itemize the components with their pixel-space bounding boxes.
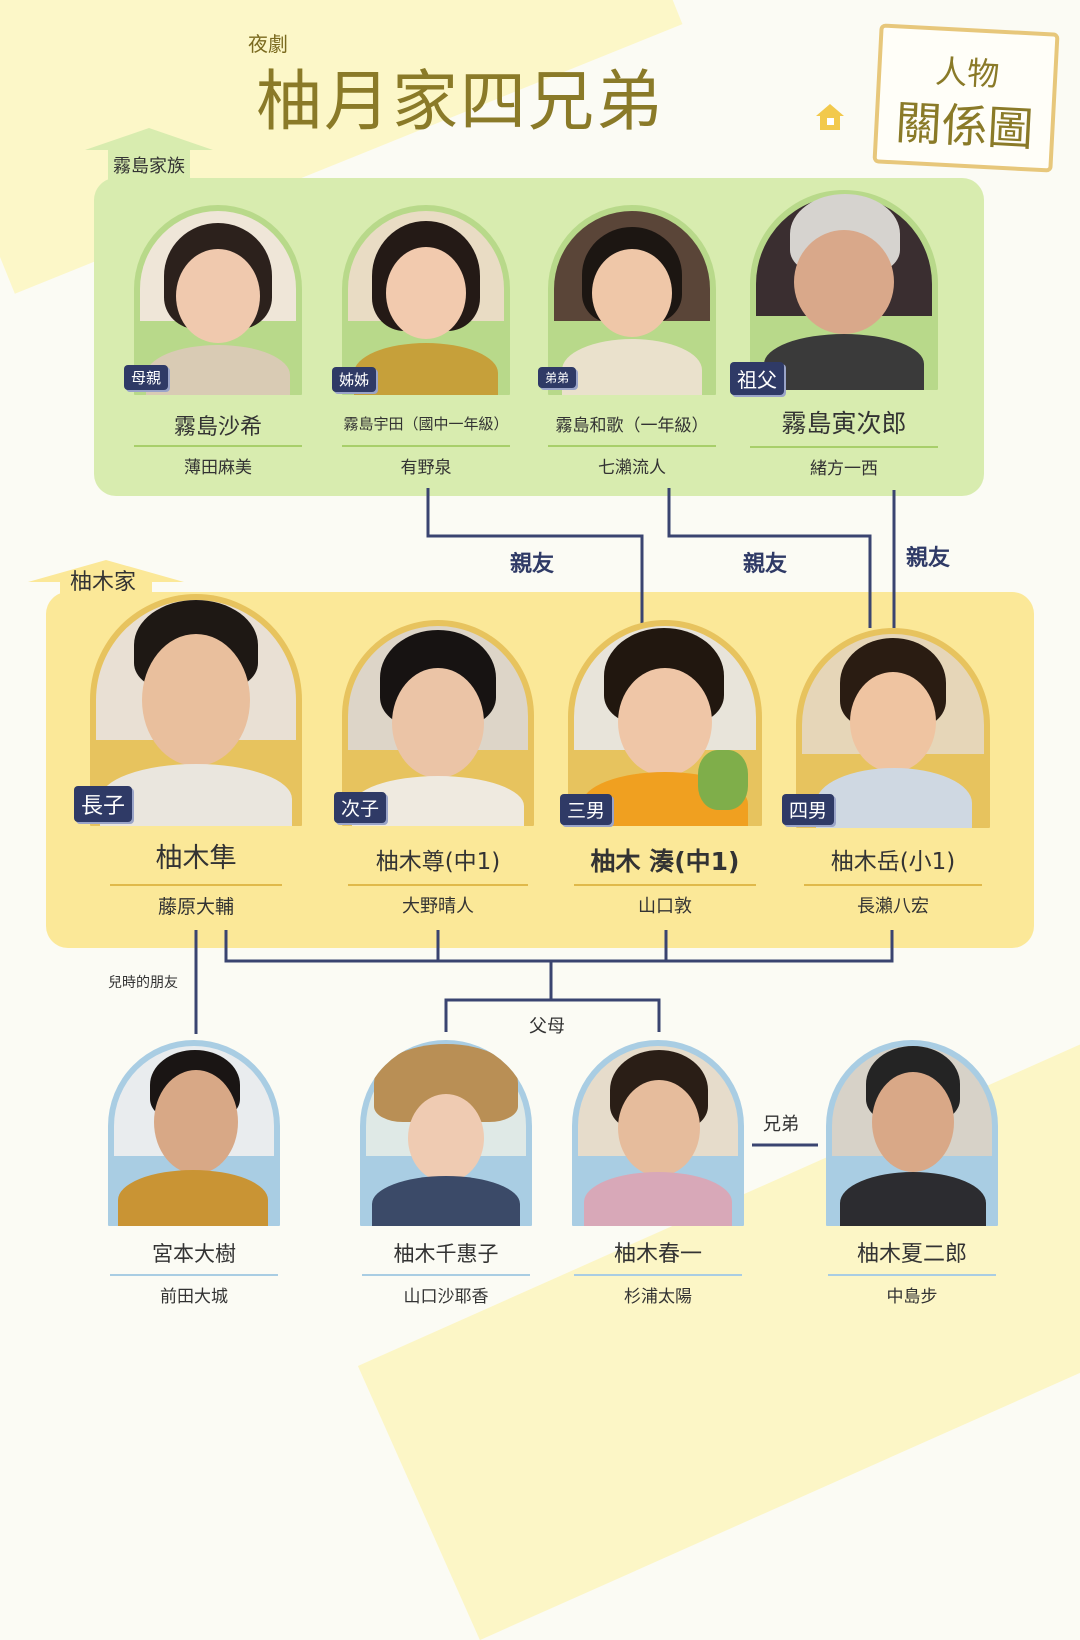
- portrait: [134, 205, 302, 395]
- character-card: 宮本大樹 前田大城: [104, 1040, 284, 1310]
- divider: [134, 445, 302, 447]
- character-name: 柚木夏二郎: [856, 1242, 967, 1267]
- divider: [110, 1274, 278, 1276]
- portrait: [548, 205, 716, 395]
- character-card: 弟弟 霧島和歌（一年級） 七瀨流人: [538, 205, 722, 485]
- group-label-yuzuki: 柚木家: [69, 570, 136, 595]
- role-badge: 母親: [124, 365, 169, 390]
- character-card: 母親 霧島沙希 薄田麻美: [124, 205, 308, 485]
- portrait: [90, 594, 302, 826]
- actor-name: 有野泉: [400, 458, 452, 478]
- actor-name: 山口敦: [638, 896, 692, 917]
- portrait: [826, 1040, 998, 1226]
- actor-name: 薄田麻美: [184, 458, 252, 478]
- character-name: 柚木隼: [155, 843, 237, 874]
- role-badge: 祖父: [730, 362, 784, 395]
- role-badge: 次子: [334, 792, 387, 823]
- divider: [828, 1274, 996, 1276]
- portrait: [750, 190, 938, 390]
- actor-name: 大野晴人: [402, 896, 474, 917]
- character-card: 四男 柚木岳(小1) 長瀨八宏: [782, 628, 992, 924]
- portrait: [568, 620, 762, 826]
- divider: [362, 1274, 530, 1276]
- character-card: 三男 柚木 湊(中1) 山口敦: [560, 620, 764, 924]
- pre-title: 夜劇: [248, 32, 288, 56]
- character-card: 祖父 霧島寅次郎 緒方一西: [730, 190, 944, 486]
- relation-label-friend: 親友: [906, 546, 951, 571]
- relation-label-brothers: 兄弟: [763, 1114, 799, 1135]
- relationship-lines: [194, 488, 896, 1147]
- actor-name: 七瀨流人: [598, 458, 666, 478]
- actor-name: 中島步: [886, 1287, 938, 1307]
- role-badge: 弟弟: [538, 367, 577, 388]
- character-card: 柚木千惠子 山口沙耶香: [356, 1040, 536, 1310]
- character-card: 柚木春一 杉浦太陽: [568, 1040, 748, 1310]
- role-badge: 四男: [782, 794, 835, 825]
- divider: [804, 884, 982, 886]
- character-card: 柚木夏二郎 中島步: [822, 1040, 1002, 1310]
- portrait: [342, 205, 510, 395]
- character-name: 宮本大樹: [152, 1242, 236, 1266]
- relation-label-friend: 親友: [510, 552, 555, 577]
- character-name: 柚木尊(中1): [375, 849, 501, 875]
- divider: [574, 884, 756, 886]
- character-name: 柚木春一: [613, 1242, 702, 1267]
- house-icon: [816, 104, 844, 130]
- divider: [348, 884, 528, 886]
- character-card: 長子 柚木隼 藤原大輔: [74, 594, 304, 924]
- character-name: 霧島寅次郎: [781, 409, 907, 438]
- portrait: [108, 1040, 280, 1226]
- page-title: 柚月家四兄弟: [256, 63, 664, 140]
- character-name: 柚木岳(小1): [830, 849, 956, 875]
- character-name: 霧島沙希: [173, 415, 262, 440]
- character-card: 次子 柚木尊(中1) 大野晴人: [334, 620, 536, 924]
- actor-name: 前田大城: [160, 1287, 228, 1307]
- divider: [110, 884, 282, 886]
- tab-kirishima-family: 霧島家族: [80, 128, 218, 180]
- divider: [548, 445, 716, 447]
- relation-label-friend: 親友: [743, 552, 788, 577]
- divider: [342, 445, 510, 447]
- relation-label-parents: 父母: [529, 1016, 565, 1037]
- portrait: [360, 1040, 532, 1226]
- character-card: 姊姊 霧島宇田（國中一年級） 有野泉: [332, 205, 516, 485]
- divider: [750, 446, 938, 448]
- group-label-kirishima: 霧島家族: [113, 156, 185, 177]
- actor-name: 山口沙耶香: [403, 1287, 489, 1307]
- actor-name: 緒方一西: [810, 459, 878, 479]
- role-badge: 長子: [74, 786, 133, 822]
- role-badge: 姊姊: [332, 367, 377, 392]
- character-name: 霧島和歌（一年級）: [555, 416, 709, 436]
- actor-name: 藤原大輔: [157, 896, 234, 918]
- actor-name: 長瀨八宏: [857, 896, 929, 917]
- relation-label-childhood-friend: 兒時的朋友: [108, 975, 178, 991]
- character-name: 霧島宇田（國中一年級）: [343, 415, 509, 433]
- portrait: [796, 628, 990, 828]
- portrait: [572, 1040, 744, 1226]
- character-name: 柚木千惠子: [393, 1242, 499, 1266]
- role-badge: 三男: [560, 794, 613, 825]
- actor-name: 杉浦太陽: [624, 1287, 692, 1307]
- character-name: 柚木 湊(中1): [590, 847, 740, 876]
- divider: [574, 1274, 742, 1276]
